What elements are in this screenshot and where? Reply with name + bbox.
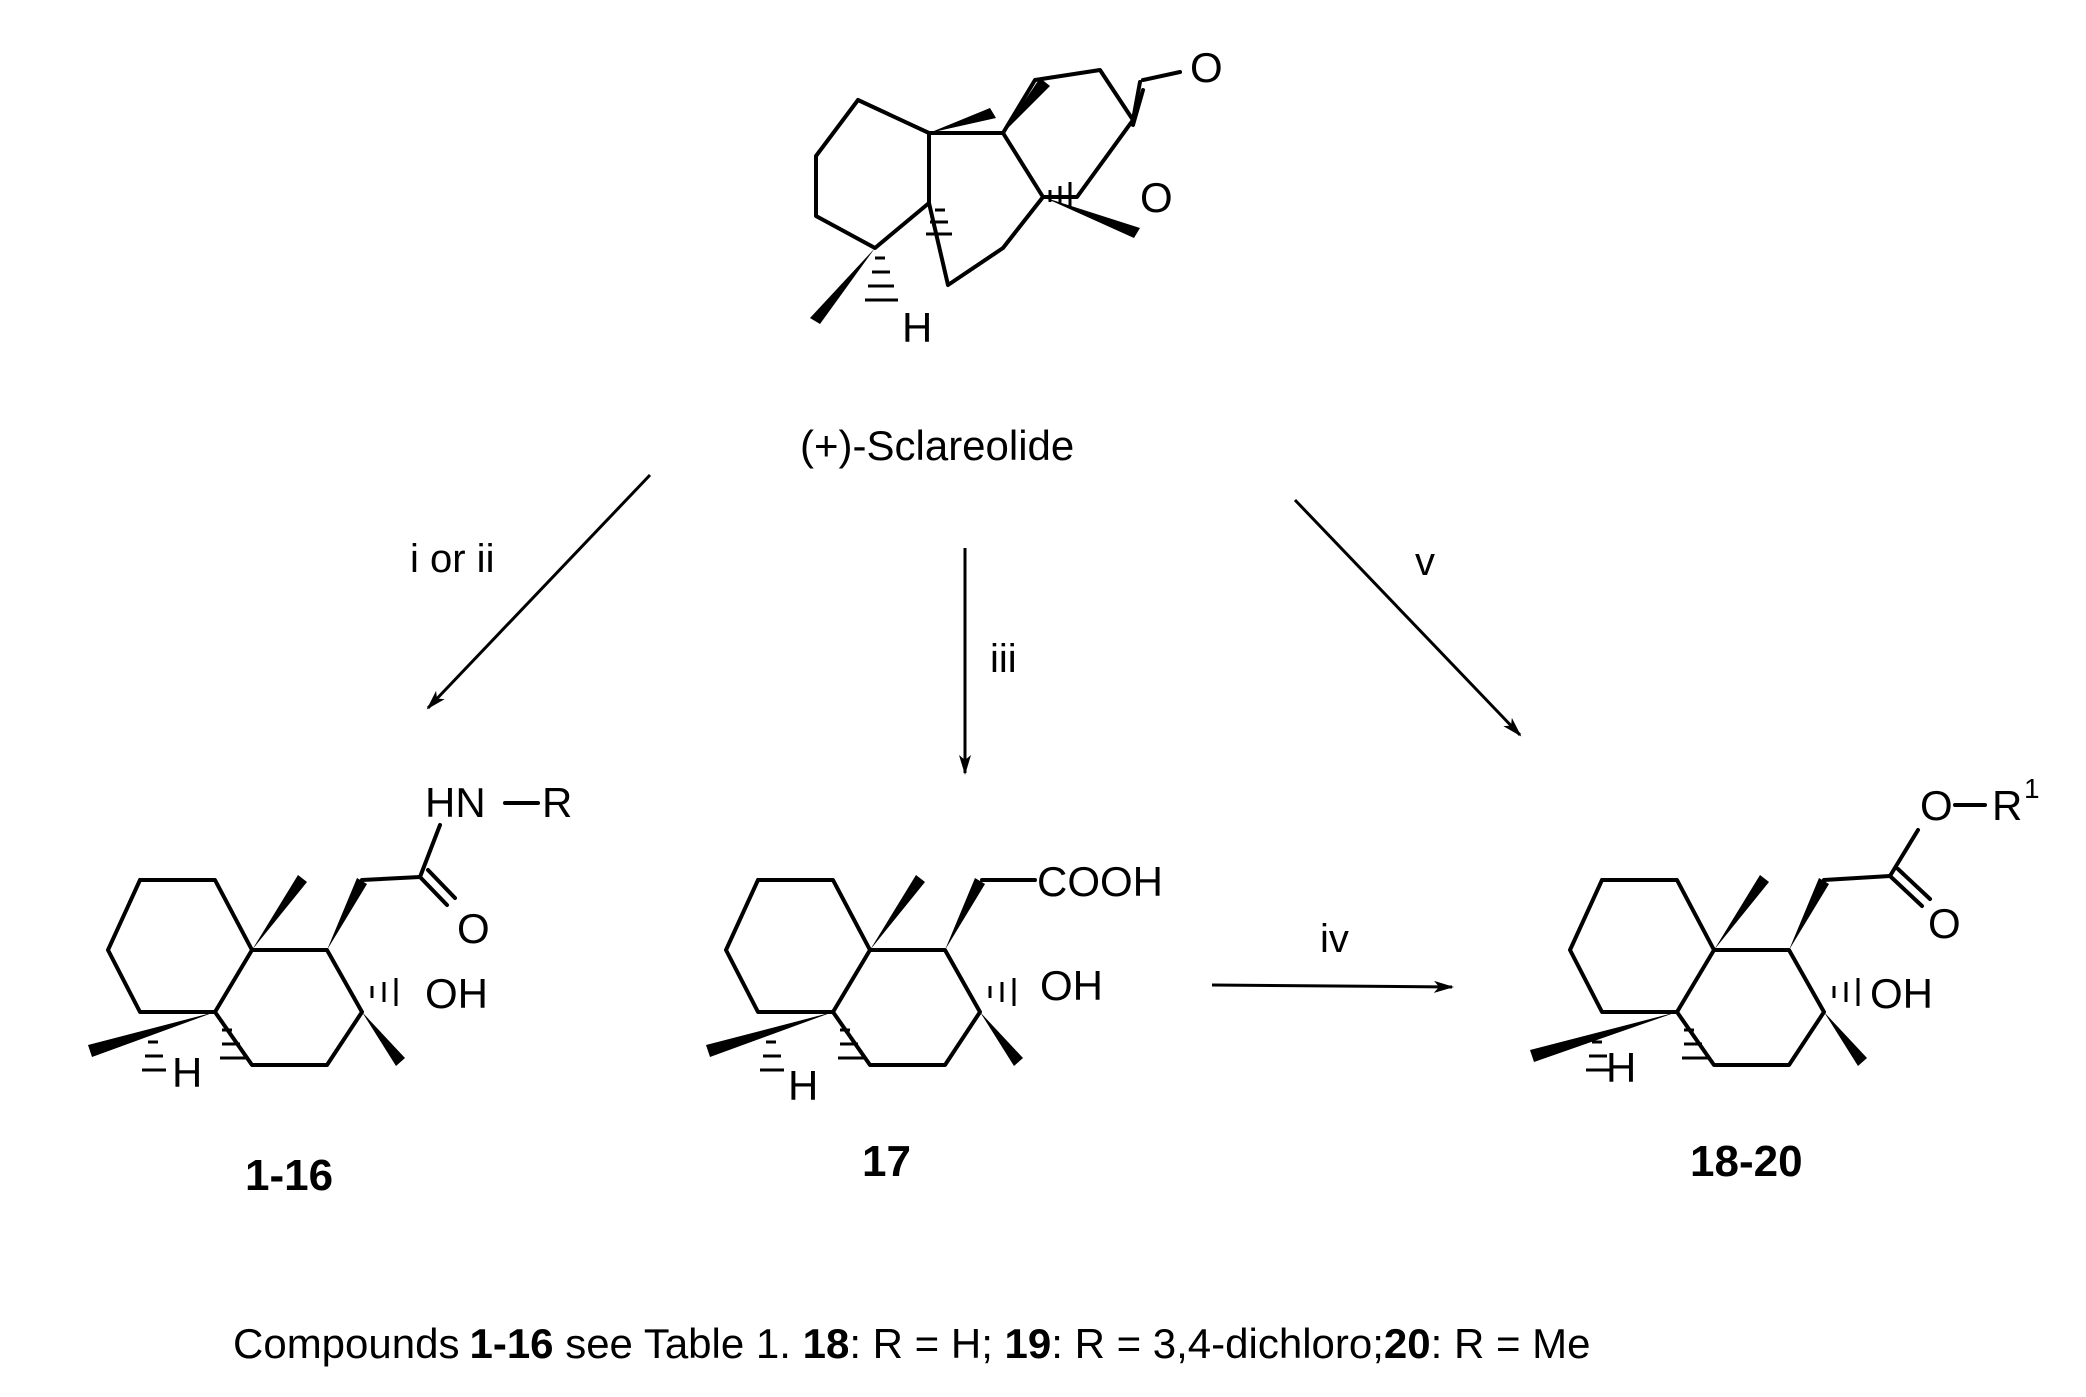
acid-structure (724, 878, 1037, 1067)
amide-h-label: H (172, 1049, 202, 1096)
amide-compound-number: 1-16 (245, 1151, 333, 1200)
ester-compound-number: 18-20 (1690, 1137, 1803, 1186)
arrow-acid-to-esters (1211, 980, 1454, 993)
sclareolide-stereo-bonds (810, 78, 1140, 324)
starting-material-name: (+)-Sclareolide (800, 422, 1074, 469)
ester-carbonyl-o: O (1928, 900, 1961, 947)
arrow-to-amides (426, 473, 652, 710)
amide-carbonyl-o: O (457, 905, 490, 952)
sclareolide-carbonyl-o: O (1190, 44, 1223, 91)
ester-o-label: O (1920, 782, 1953, 829)
acid-stereo-bonds (706, 875, 1023, 1072)
reagent-iv: iv (1320, 917, 1349, 961)
amide-oh-label: OH (425, 970, 488, 1017)
sclareolide-h: H (902, 304, 932, 351)
amide-r-label: R (542, 779, 572, 826)
reagent-i-or-ii: i or ii (410, 537, 494, 581)
amide-stereo-bonds (88, 875, 405, 1072)
acid-h-label: H (788, 1062, 818, 1109)
acid-compound-number: 17 (862, 1137, 911, 1186)
ester-oh-label: OH (1870, 970, 1933, 1017)
ester-h-label: H (1606, 1044, 1636, 1091)
sclareolide-ring-o: O (1140, 174, 1173, 221)
acid-oh-label: OH (1040, 962, 1103, 1009)
reaction-arrows (426, 473, 1522, 993)
reagent-v: v (1415, 540, 1435, 584)
acid-cooh-label: COOH (1037, 858, 1163, 905)
reagent-iii: iii (990, 637, 1017, 681)
ester-r-label: R (1992, 782, 2022, 829)
ester-stereo-bonds (1530, 875, 1867, 1072)
amide-nh-label: HN (425, 779, 486, 826)
arrow-to-esters (1293, 498, 1522, 737)
ester-r-superscript: 1 (2024, 773, 2040, 804)
